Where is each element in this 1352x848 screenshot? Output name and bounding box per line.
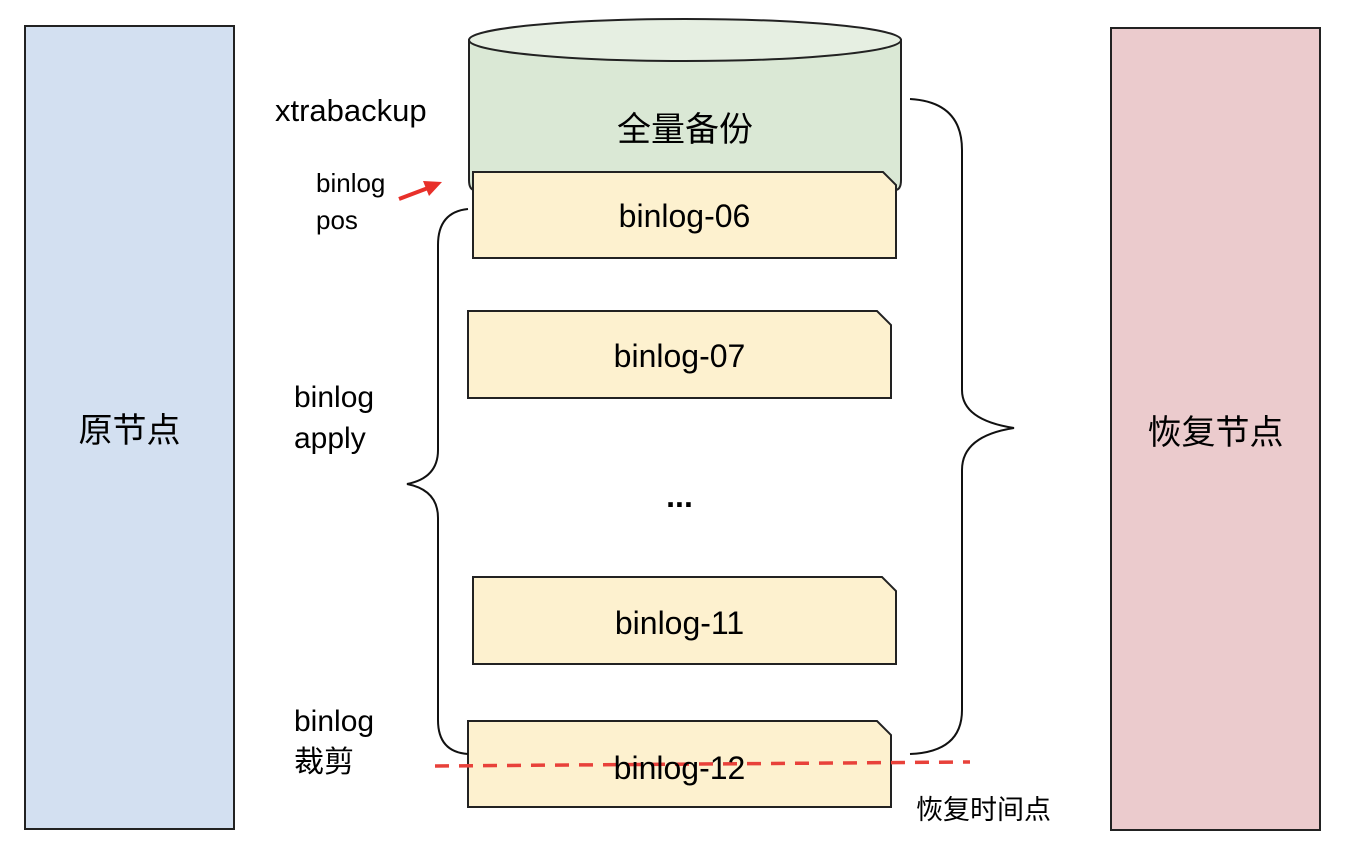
binlog-pos-label-line2: pos (316, 205, 358, 235)
binlog-apply-brace (406, 208, 469, 755)
source-node: 原节点 (24, 25, 235, 830)
binlog-06-box (472, 171, 897, 259)
binlog-11-label: binlog-11 (614, 605, 745, 641)
binlog-trim-label-line2: 裁剪 (294, 746, 354, 779)
binlog-12-label: binlog-12 (613, 750, 746, 786)
binlog-apply-label-line1: binlog (294, 381, 375, 414)
restore-point-line (434, 760, 971, 768)
binlog-trim-label-line1: binlog (294, 705, 375, 738)
binlog-06-label: binlog-06 (618, 198, 751, 234)
binlog-ellipsis: ... (666, 478, 693, 514)
binlog-11-box (472, 576, 897, 665)
full-backup-cylinder (468, 18, 902, 191)
binlog-apply-label-line2: apply (294, 422, 366, 455)
restore-node: 恢复节点 (1110, 27, 1321, 831)
binlog-07-label: binlog-07 (613, 338, 746, 374)
source-node-label: 原节点 (78, 412, 181, 450)
binlog-pos-arrow (398, 181, 442, 201)
binlog-pos-label-line1: binlog (316, 168, 386, 198)
xtrabackup-label: xtrabackup (275, 93, 427, 128)
binlog-07-box (467, 310, 892, 399)
restore-point-label: 恢复时间点 (916, 795, 1051, 825)
restore-scope-brace (909, 98, 1015, 755)
full-backup-label: 全量备份 (617, 111, 753, 149)
restore-node-label: 恢复节点 (1147, 413, 1284, 452)
